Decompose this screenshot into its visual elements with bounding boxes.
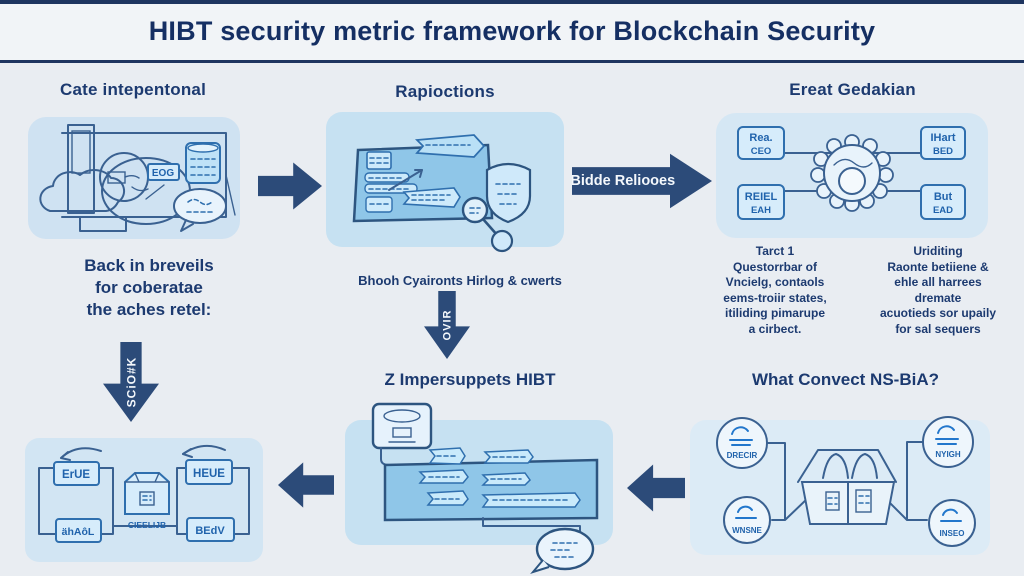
workspace-icon bbox=[797, 449, 897, 525]
pencil-arrow-icon bbox=[388, 169, 423, 191]
note-line: ehle all harrees bbox=[894, 275, 982, 289]
svg-text:REIEL: REIEL bbox=[745, 191, 778, 203]
projector-icon bbox=[371, 402, 433, 450]
down-arrow-left-label: SCiO#K bbox=[124, 356, 138, 408]
speech-bubble-icon bbox=[530, 527, 595, 574]
svg-text:BEdV: BEdV bbox=[195, 525, 225, 537]
stakeholder-map-card: DRECIR WNSNE NYIGH INSEO bbox=[690, 416, 990, 555]
down-arrow-left-icon: SCiO#K bbox=[103, 342, 159, 422]
stakeholder-circle-bottom-left: WNSNE bbox=[723, 496, 771, 544]
audit-panel-card bbox=[326, 112, 564, 253]
flow-arrow-middle-to-left-icon bbox=[278, 462, 334, 508]
process-diagram: CIEELIJB ErUE ähAôL HEUE BEdV bbox=[38, 444, 250, 543]
note-line: a cirbect. bbox=[748, 321, 802, 336]
note-line: itiliding pimarupe bbox=[724, 306, 825, 320]
role-box-top-right: IHart BED bbox=[920, 126, 966, 160]
title-divider-rule bbox=[0, 60, 1024, 63]
flow-arrow-label: Bidde Reliooes bbox=[570, 173, 676, 189]
speech-bubble-icon bbox=[173, 188, 227, 232]
flow-arrow-middle-to-right-icon: Bidde Reliooes bbox=[570, 153, 712, 209]
svg-text:But: But bbox=[934, 191, 953, 203]
note-line: for sal sequers bbox=[895, 321, 981, 336]
left-caption-line2: for coberatae bbox=[95, 278, 203, 297]
persona-illustration: EOG bbox=[39, 124, 236, 232]
svg-text:ErUE: ErUE bbox=[62, 469, 90, 481]
persona-tag: EOG bbox=[147, 163, 180, 181]
left-caption-line1: Back in breveils bbox=[84, 256, 214, 275]
role-box-top-left: Rea. CEO bbox=[737, 126, 785, 160]
banner-arrow-icon bbox=[414, 134, 486, 158]
right-note-right: Uriditing Raonte betiiene & ehle all har… bbox=[858, 244, 1018, 337]
persona-illustration-card: EOG bbox=[28, 117, 240, 239]
note-line: Raonte betiiene & bbox=[887, 259, 989, 274]
flow-arrow-right-to-middle-icon bbox=[627, 464, 685, 512]
left-column-heading: Cate intepentonal bbox=[59, 80, 207, 99]
stakeholder-circle-top-left: DRECIR bbox=[716, 417, 768, 469]
flow-arrow-left-to-middle-icon bbox=[258, 162, 322, 210]
middle-column-heading: Rapioctions bbox=[395, 82, 495, 101]
package-icon: CIEELIJB bbox=[124, 472, 170, 530]
svg-text:DRECIR: DRECIR bbox=[727, 451, 758, 460]
note-line: eems-troiir states, bbox=[723, 290, 827, 305]
svg-text:IHart: IHart bbox=[930, 132, 955, 144]
svg-text:NYIGH: NYIGH bbox=[935, 450, 961, 459]
note-line: Vncielg, contaols bbox=[725, 275, 825, 289]
process-diagram-card: CIEELIJB ErUE ähAôL HEUE BEdV bbox=[25, 438, 263, 562]
ribbon-banner-icon bbox=[402, 187, 461, 208]
pill-text-squiggles bbox=[428, 455, 570, 501]
process-box-bottom-right: BEdV bbox=[186, 517, 235, 542]
note-line: dremate bbox=[914, 290, 962, 305]
left-caption-line3: the aches retel: bbox=[86, 300, 212, 319]
gear-roles-card: Rea. CEO IHart BED REIEL EAH But EAD bbox=[716, 113, 988, 238]
database-icon bbox=[185, 142, 221, 184]
process-box-bottom-left: ähAôL bbox=[55, 518, 102, 543]
stakeholder-circle-top-right: NYIGH bbox=[922, 416, 974, 468]
stakeholder-map-illustration: DRECIR WNSNE NYIGH INSEO bbox=[716, 416, 976, 547]
svg-text:HEUE: HEUE bbox=[193, 468, 225, 480]
middle-caption: Bhooh Cyaironts Hirlog & cwerts bbox=[358, 273, 562, 288]
note-line: Questorrbar of bbox=[732, 259, 817, 274]
persona-tag-label: EOG bbox=[152, 168, 174, 179]
left-caption: Back in breveils for coberatae the aches… bbox=[34, 255, 264, 321]
svg-text:Rea.: Rea. bbox=[749, 132, 772, 144]
poster-title: HIBT security metric framework for Block… bbox=[148, 15, 876, 46]
note-line: Uriditing bbox=[913, 244, 963, 258]
down-arrow-middle-label: OVIR bbox=[441, 309, 453, 341]
process-box-top-left: ErUE bbox=[53, 461, 100, 486]
svg-text:BED: BED bbox=[933, 146, 953, 157]
cloud-icon bbox=[39, 168, 126, 212]
role-box-bottom-left: REIEL EAH bbox=[737, 184, 785, 220]
magnifier-icon bbox=[461, 196, 514, 253]
svg-text:INSEO: INSEO bbox=[940, 529, 965, 538]
note-line: acuotieds sor upaily bbox=[879, 306, 997, 320]
shield-icon bbox=[485, 162, 532, 224]
gear-roles-illustration: Rea. CEO IHart BED REIEL EAH But EAD bbox=[737, 126, 966, 220]
curved-arrow-icon bbox=[60, 444, 226, 461]
right-note-left: Tarct 1 Questorrbar of Vncielg, contaols… bbox=[693, 244, 857, 337]
right-subheading: What Convect NS-BiA? bbox=[752, 370, 939, 389]
svg-text:ähAôL: ähAôL bbox=[62, 526, 95, 538]
note-line: Tarct 1 bbox=[755, 244, 795, 258]
svg-text:EAD: EAD bbox=[933, 205, 953, 216]
top-rule bbox=[0, 0, 1024, 4]
package-label: CIEELIJB bbox=[128, 520, 166, 530]
right-column-heading: Ereat Gedakian bbox=[789, 80, 916, 99]
pipeline-panel-card bbox=[345, 402, 613, 574]
svg-text:CEO: CEO bbox=[751, 146, 772, 157]
audit-panel-illustration bbox=[352, 134, 532, 253]
svg-text:EAH: EAH bbox=[751, 205, 771, 216]
middle-subheading: Z Impersuppets HIBT bbox=[384, 370, 556, 389]
stakeholder-circle-bottom-right: INSEO bbox=[928, 499, 976, 547]
title-band bbox=[0, 0, 1024, 60]
process-box-top-right: HEUE bbox=[185, 459, 233, 485]
role-box-bottom-right: But EAD bbox=[920, 184, 966, 220]
svg-text:WNSNE: WNSNE bbox=[732, 526, 762, 535]
gear-icon bbox=[810, 134, 894, 212]
down-arrow-middle-icon: OVIR bbox=[424, 291, 470, 359]
pipeline-illustration bbox=[371, 402, 599, 574]
calendar-icon bbox=[366, 151, 392, 170]
